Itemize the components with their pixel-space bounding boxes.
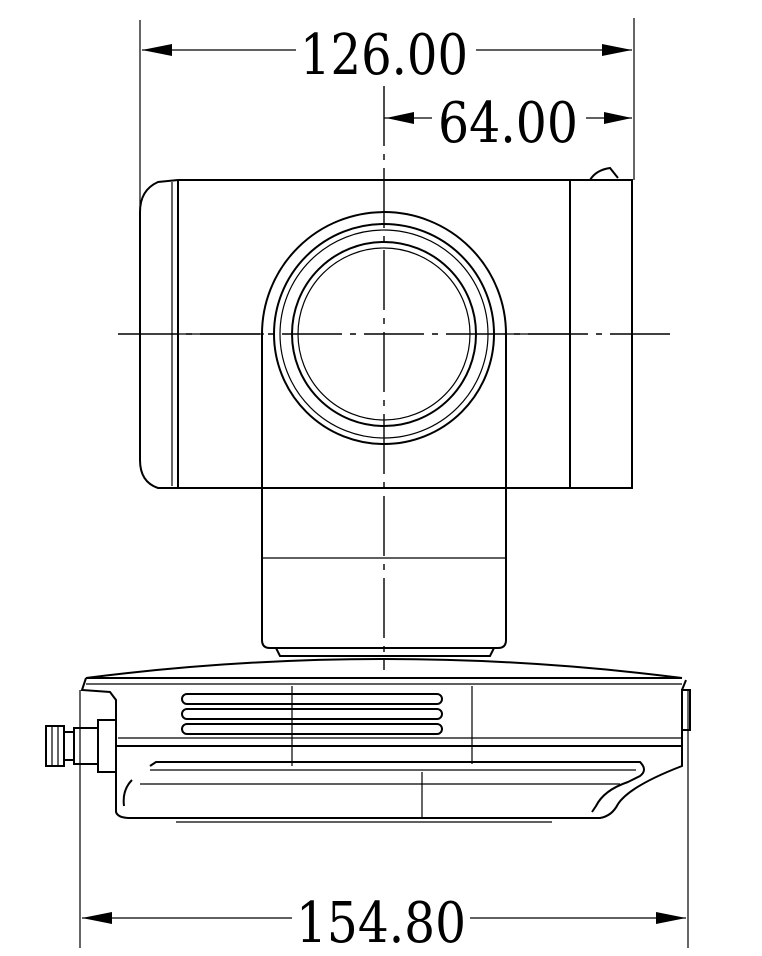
camera-base xyxy=(45,658,691,823)
base-lower-plate xyxy=(115,746,683,819)
arrowhead-left xyxy=(142,44,172,56)
side-port xyxy=(681,689,691,731)
head-top-tab xyxy=(589,166,619,181)
dimension-lens-offset: 64.00 xyxy=(384,91,632,156)
camera-yoke xyxy=(261,211,507,657)
yoke-outline xyxy=(261,211,507,649)
arrowhead-right xyxy=(602,44,632,56)
base-top-dome xyxy=(85,658,683,679)
arrowhead-left xyxy=(82,912,112,924)
dimension-base-width: 154.80 xyxy=(79,690,689,956)
dimension-label-base-width: 154.80 xyxy=(296,891,466,956)
bnc-mount xyxy=(97,719,117,773)
dimension-label-top-width: 126.00 xyxy=(300,23,468,88)
vent-slot xyxy=(181,708,443,720)
arrowhead-left xyxy=(386,112,414,124)
bnc-body xyxy=(73,727,99,765)
base-body-outline xyxy=(80,677,687,747)
arrowhead-right xyxy=(656,912,686,924)
yoke-foot xyxy=(275,647,495,657)
bnc-ring xyxy=(63,731,75,761)
arrowhead-right xyxy=(604,112,632,124)
base-lower-lip xyxy=(149,761,645,813)
dimension-top-width: 126.00 xyxy=(139,18,635,210)
dimension-label-lens-offset: 64.00 xyxy=(438,91,578,156)
vent-slot xyxy=(181,723,443,735)
center-lines xyxy=(118,86,676,670)
head-left-cap xyxy=(139,179,179,489)
bnc-connector xyxy=(45,719,117,773)
vent-slot xyxy=(181,693,443,705)
camera-head xyxy=(139,166,633,489)
ventilation-slots xyxy=(181,693,443,735)
bnc-cap xyxy=(45,725,65,767)
base-left-curve xyxy=(122,779,133,807)
